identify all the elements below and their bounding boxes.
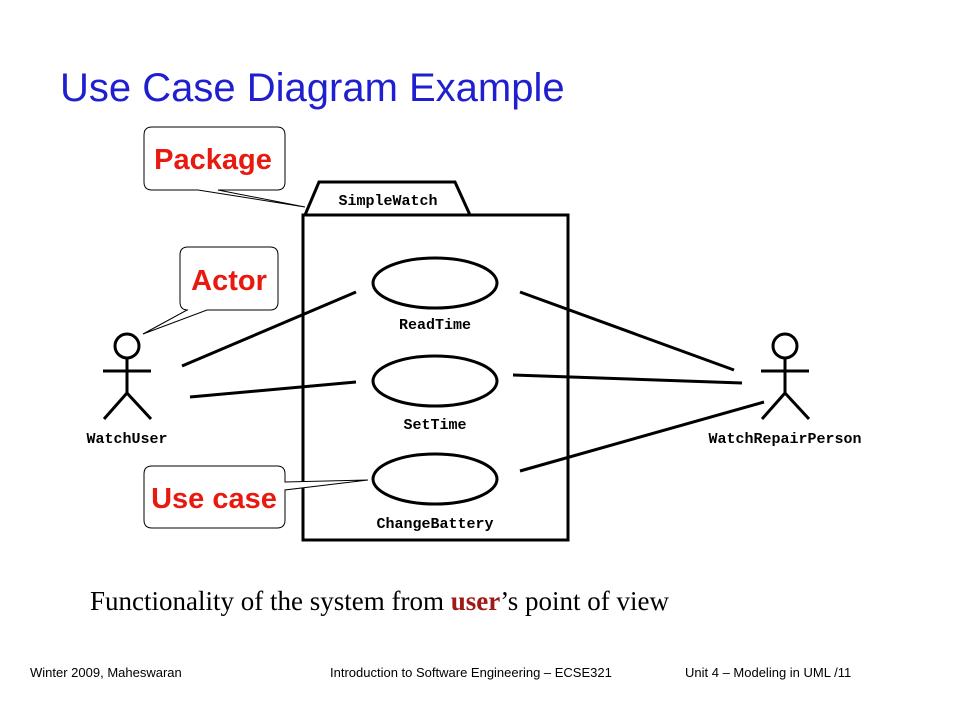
use-case-changebattery-ellipse bbox=[371, 452, 499, 506]
use-case-settime-label: SetTime bbox=[403, 417, 466, 434]
association-readtime-repairperson bbox=[519, 290, 735, 372]
subtitle-before: Functionality of the system from bbox=[90, 586, 451, 616]
association-changebattery-repairperson bbox=[519, 400, 765, 473]
use-case-readtime-label: ReadTime bbox=[399, 317, 471, 334]
association-watchuser-readtime bbox=[181, 290, 357, 368]
actor-watchuser-figure bbox=[102, 332, 153, 421]
package-name: SimpleWatch bbox=[338, 193, 437, 210]
actor-watchrepairperson-figure bbox=[760, 332, 811, 421]
callout-actor-text: Actor bbox=[191, 265, 267, 297]
association-watchuser-settime bbox=[189, 380, 357, 399]
footer-course: Introduction to Software Engineering – E… bbox=[330, 665, 612, 680]
callout-use-case-text: Use case bbox=[151, 483, 277, 515]
footer-author: Winter 2009, Maheswaran bbox=[30, 665, 182, 680]
footer-unit: Unit 4 – Modeling in UML /11 bbox=[685, 665, 852, 680]
subtitle-highlight: user bbox=[450, 586, 501, 616]
callout-use-case: Use case bbox=[143, 465, 369, 529]
association-settime-repairperson bbox=[512, 373, 743, 385]
callout-package: Package bbox=[143, 126, 306, 208]
subtitle-after: ’s point of view bbox=[500, 586, 669, 616]
slide-title: Use Case Diagram Example bbox=[60, 66, 565, 110]
use-case-changebattery-label: ChangeBattery bbox=[376, 516, 493, 533]
use-case-settime-ellipse bbox=[371, 354, 499, 408]
callout-actor: Actor bbox=[142, 246, 279, 335]
actor-watchrepairperson-label: WatchRepairPerson bbox=[708, 431, 861, 448]
use-case-readtime-ellipse bbox=[371, 256, 499, 310]
actor-watchuser-label: WatchUser bbox=[86, 431, 167, 448]
slide-subtitle: Functionality of the system from user’s … bbox=[90, 586, 669, 617]
callout-package-text: Package bbox=[154, 144, 272, 176]
